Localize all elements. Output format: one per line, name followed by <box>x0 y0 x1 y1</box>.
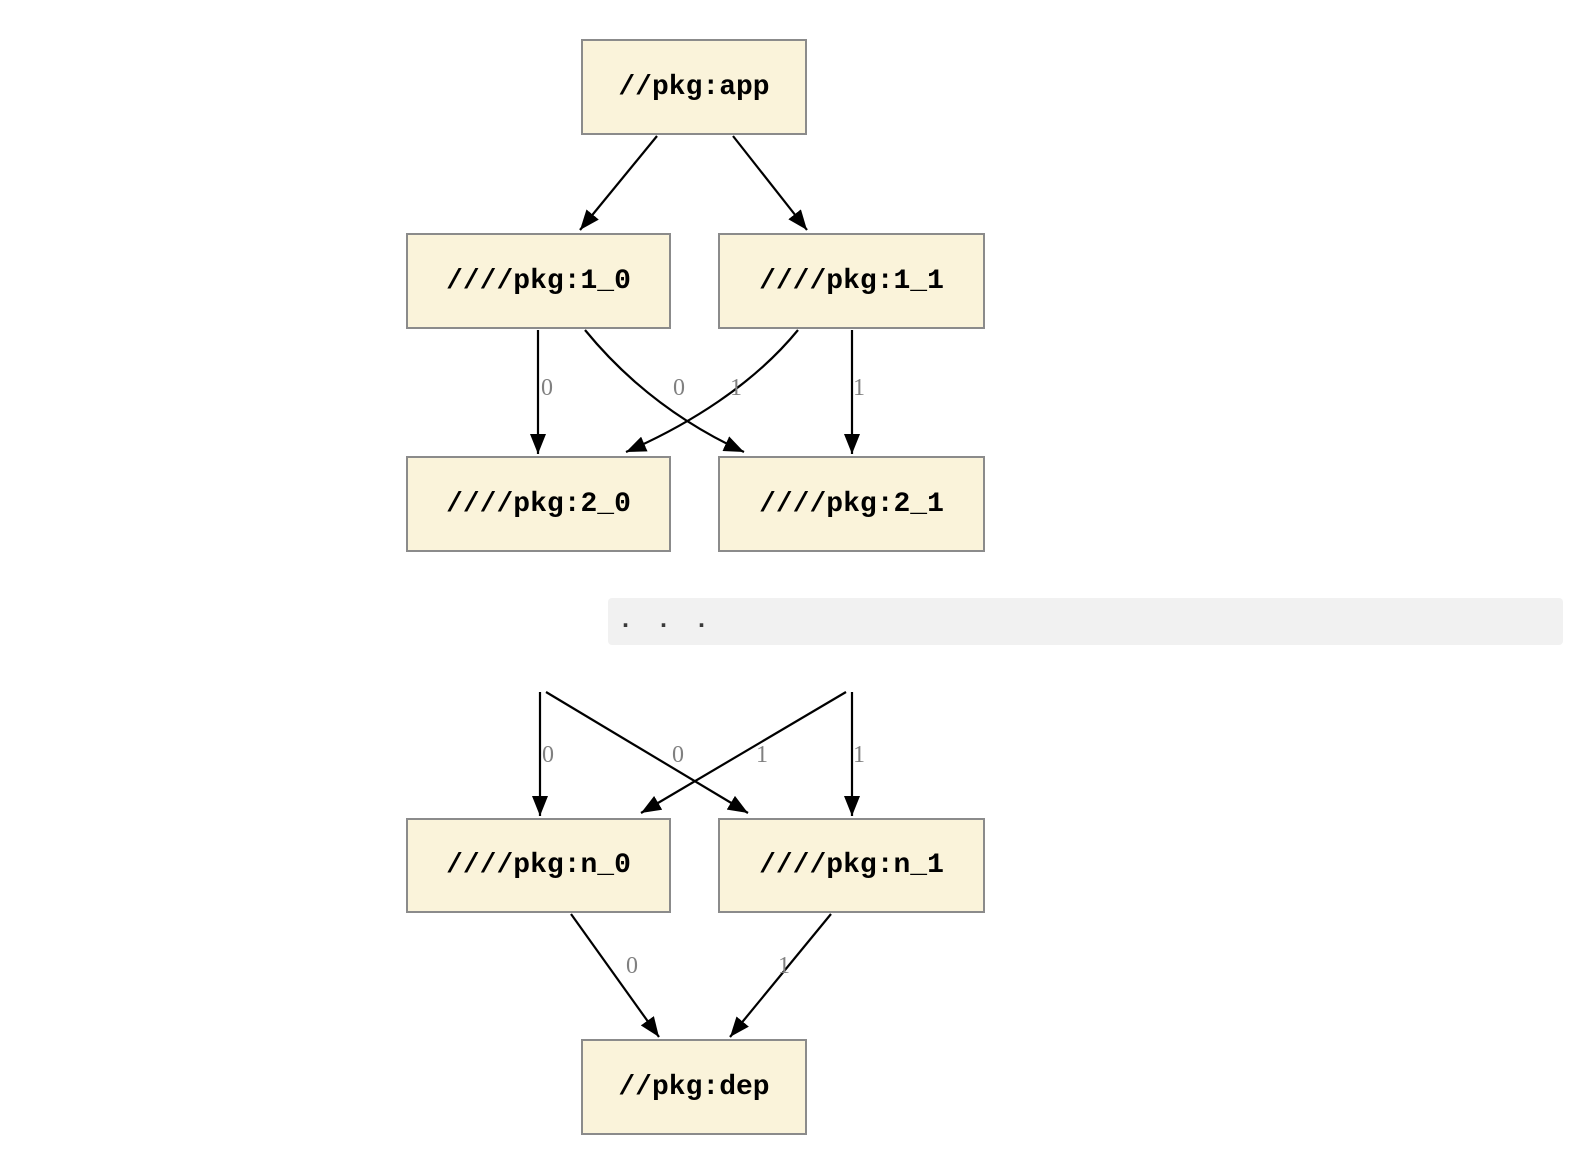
edge-app-to-1-1 <box>732 135 808 231</box>
edge-1-1-to-2-0 <box>625 329 799 454</box>
node-pkg-n-1-label: ////pkg:n_1 <box>759 850 944 881</box>
node-pkg-1-1: ////pkg:1_1 <box>718 233 985 329</box>
edge-label-n-0-to-dep: 0 <box>626 953 638 979</box>
node-pkg-n-1: ////pkg:n_1 <box>718 818 985 913</box>
ellipsis-dots: . . . <box>618 606 714 635</box>
node-pkg-2-0-label: ////pkg:2_0 <box>446 488 631 520</box>
edge-label-1-1-to-2-1: 1 <box>853 375 865 401</box>
edge-1-0-to-2-1 <box>584 329 745 454</box>
node-pkg-2-1: ////pkg:2_1 <box>718 456 985 552</box>
edge-n-0-to-dep <box>570 913 660 1038</box>
edge-label-1-0-to-2-1: 1 <box>730 375 742 401</box>
node-pkg-app: //pkg:app <box>581 39 807 135</box>
edge-label-hidden-to-n-0-straight: 0 <box>542 742 554 768</box>
node-pkg-1-1-label: ////pkg:1_1 <box>759 265 944 297</box>
node-pkg-1-0-label: ////pkg:1_0 <box>446 265 631 297</box>
edge-label-1-0-to-2-0: 0 <box>541 375 553 401</box>
node-pkg-2-1-label: ////pkg:2_1 <box>759 488 944 520</box>
node-pkg-dep: //pkg:dep <box>581 1039 807 1135</box>
edge-n-1-to-dep <box>729 913 832 1038</box>
edge-label-n-1-to-dep: 1 <box>778 953 790 979</box>
ellipsis-band: . . . <box>608 598 1563 645</box>
edge-hidden-to-n-0-cross <box>640 691 847 814</box>
edge-app-to-1-0 <box>579 135 658 231</box>
node-pkg-n-0-label: ////pkg:n_0 <box>446 850 631 881</box>
edge-label-hidden-to-n-0-cross: 0 <box>672 742 684 768</box>
node-pkg-2-0: ////pkg:2_0 <box>406 456 671 552</box>
node-pkg-dep-label: //pkg:dep <box>618 1071 770 1103</box>
edge-hidden-to-n-1-cross <box>545 691 749 814</box>
edge-label-hidden-to-n-1-straight: 1 <box>853 742 865 768</box>
node-pkg-n-0: ////pkg:n_0 <box>406 818 671 913</box>
edge-label-hidden-to-n-1-cross: 1 <box>756 742 768 768</box>
node-pkg-app-label: //pkg:app <box>618 71 770 103</box>
edge-label-1-1-to-2-0: 0 <box>673 375 685 401</box>
node-pkg-1-0: ////pkg:1_0 <box>406 233 671 329</box>
